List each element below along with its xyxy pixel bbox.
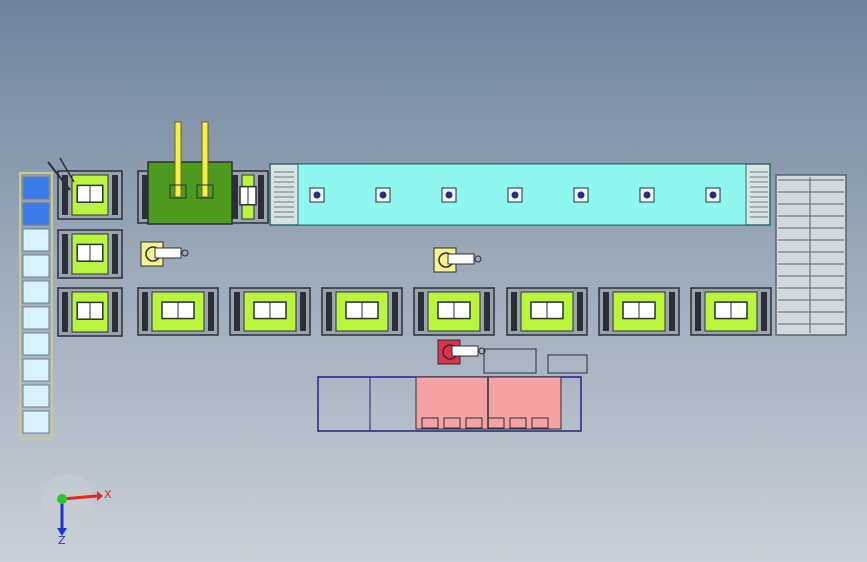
station [321,287,403,336]
z-axis-head [57,528,67,536]
conveyor-fixture-hole [313,191,321,199]
station-rail [392,292,398,331]
pallet-block [443,417,461,429]
station [506,287,588,336]
conveyor-fixture-hole [445,191,453,199]
pallet-block [421,417,439,429]
rack-loader-arm [47,161,71,191]
parts-tray [483,348,537,374]
shelf-frame [775,174,847,336]
parts-tray [547,354,588,374]
robot [433,247,482,273]
station-rail [112,175,118,215]
pallet-area [317,348,588,432]
robot-arm [447,253,475,265]
pallet-block [509,417,527,429]
pallet-block [465,417,483,429]
pallet-block [487,417,505,429]
station-rail [142,175,148,219]
triad-shadow [42,474,94,526]
station [57,287,123,337]
station [598,287,680,336]
station-rail [258,175,264,219]
station-rail [418,292,424,331]
station-rail [577,292,583,331]
rack-slot [22,202,50,226]
station-rail [112,292,118,332]
station [57,229,123,279]
station-rail [142,292,148,331]
station-rail [112,234,118,274]
station-rail [234,292,240,331]
robot [437,339,486,365]
robot [140,241,189,267]
station-rail [62,175,68,215]
station-rail [326,292,332,331]
rack-slot [22,410,50,434]
station-rail [484,292,490,331]
conveyor-fixture-hole [709,191,717,199]
station-rail [62,292,68,332]
station-rail [300,292,306,331]
press-body [147,161,233,225]
station [137,287,219,336]
robot-gripper [478,347,486,355]
conveyor-fixture-hole [379,191,387,199]
robot-arms [47,157,486,365]
axis-triad: X Z [42,474,112,547]
x-axis-head [97,491,103,501]
rack-slot [22,384,50,408]
rack-slot [22,306,50,330]
station [227,170,269,224]
storage-rack [19,172,53,440]
pallet-block [531,417,549,429]
z-axis-label: Z [58,534,66,547]
rack-slot [22,176,50,200]
rack-frame [19,172,53,440]
y-axis-dot [57,494,67,504]
press-clamp [169,184,187,199]
rack-slot [22,228,50,252]
station-rail [669,292,675,331]
station-rail [232,175,238,219]
press-column [201,121,209,198]
station-rail [62,234,68,274]
conveyor-line [269,163,771,226]
station-rail [695,292,701,331]
rack-slot [22,358,50,382]
press-column [174,121,182,198]
station [229,287,311,336]
station [57,170,123,220]
press-machine [147,121,233,225]
station [690,287,772,336]
rack-slot [22,254,50,278]
robot-gripper [474,255,482,263]
press-clamp [196,184,214,199]
conveyor-fixture-hole [577,191,585,199]
station-rail [603,292,609,331]
robot-arm [154,247,182,259]
robot-arm [451,345,479,357]
station-rail [208,292,214,331]
station [413,287,495,336]
output-shelf [775,174,847,336]
conveyor-fixture-hole [643,191,651,199]
x-axis-arrow [61,494,98,501]
x-axis-label: X [104,488,112,501]
rack-slot [22,332,50,356]
conveyor-fixture-hole [511,191,519,199]
rack-slot [22,280,50,304]
rack-loader-arm [59,157,75,183]
robot-gripper [181,249,189,257]
station-rail [511,292,517,331]
station-rail [761,292,767,331]
